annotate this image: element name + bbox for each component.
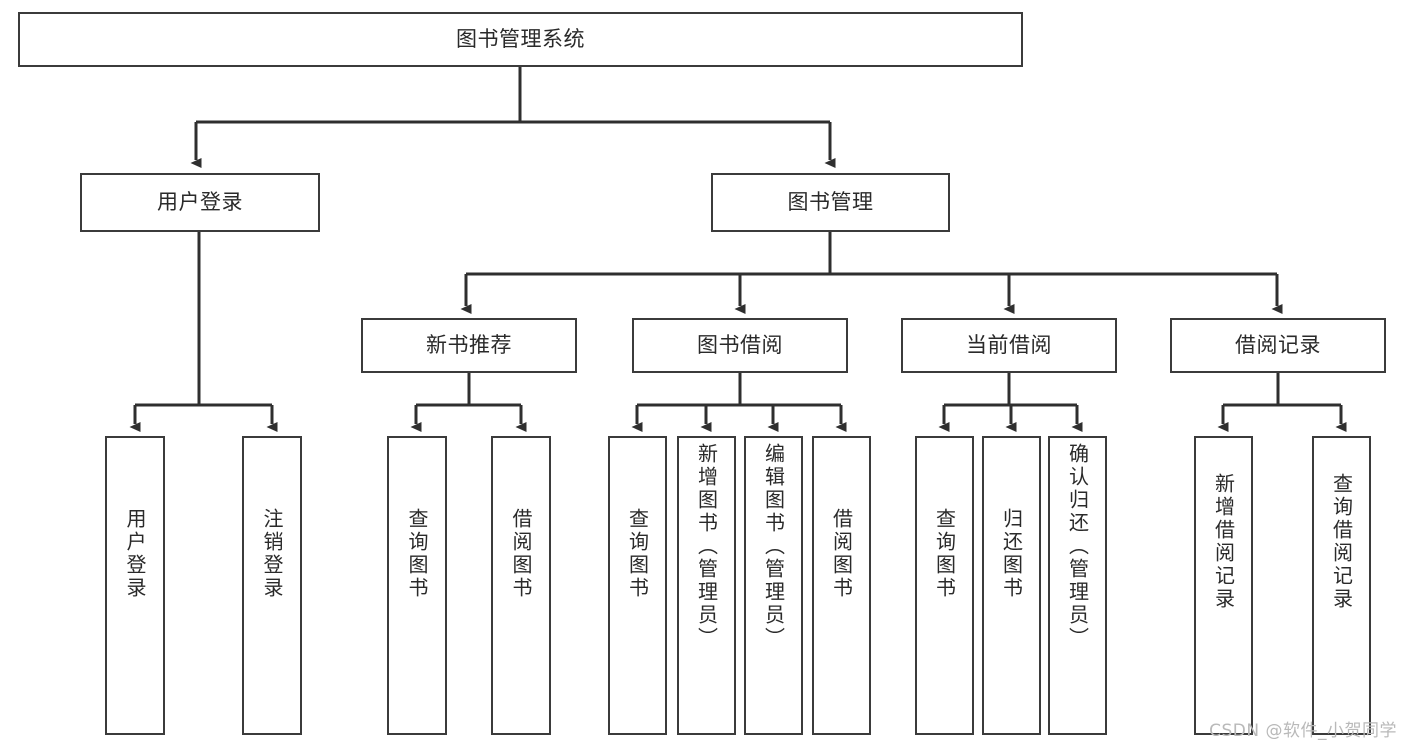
node-leaf-query-book-current[interactable]: 查询图书: [915, 436, 974, 735]
node-leaf-user-login[interactable]: 用户登录: [105, 436, 165, 735]
node-label: 用户登录: [157, 189, 243, 214]
node-leaf-edit-book-admin[interactable]: 编辑图书（管理员）: [744, 436, 803, 735]
node-label: 查询借阅记录: [1329, 473, 1354, 611]
node-current-borrow[interactable]: 当前借阅: [901, 318, 1117, 373]
node-label: 查询图书: [625, 508, 650, 600]
node-borrow-record[interactable]: 借阅记录: [1170, 318, 1386, 373]
node-leaf-query-book-recommend[interactable]: 查询图书: [387, 436, 447, 735]
node-label: 图书借阅: [697, 332, 783, 357]
node-label: 新书推荐: [426, 332, 512, 357]
node-leaf-logout[interactable]: 注销登录: [242, 436, 302, 735]
level2-books-to-level3-connectors: [460, 232, 1283, 314]
node-label: 用户登录: [123, 508, 147, 600]
book-borrow-to-leaves-connectors: [631, 373, 847, 432]
node-leaf-add-borrow-record[interactable]: 新增借阅记录: [1194, 436, 1253, 735]
node-new-book-recommend[interactable]: 新书推荐: [361, 318, 577, 373]
node-book-management[interactable]: 图书管理: [711, 173, 950, 232]
node-leaf-return-book[interactable]: 归还图书: [982, 436, 1041, 735]
node-leaf-borrow-book[interactable]: 借阅图书: [812, 436, 871, 735]
root-to-level2-connectors: [190, 67, 836, 168]
node-label: 查询图书: [405, 508, 429, 600]
node-leaf-confirm-return-admin[interactable]: 确认归还（管理员）: [1048, 436, 1107, 735]
node-label: 编辑图书（管理员）: [761, 443, 786, 650]
current-borrow-to-leaves-connectors: [938, 373, 1083, 432]
node-label: 归还图书: [999, 508, 1024, 600]
node-label: 借阅图书: [829, 508, 854, 600]
node-label: 图书管理系统: [456, 26, 585, 51]
node-label: 借阅图书: [509, 508, 533, 600]
borrow-record-to-leaves-connectors: [1217, 373, 1347, 432]
user-login-to-leaves-connectors: [129, 232, 278, 432]
node-label: 当前借阅: [966, 332, 1052, 357]
node-label: 借阅记录: [1235, 332, 1321, 357]
node-label: 注销登录: [260, 508, 284, 600]
node-leaf-borrow-book-recommend[interactable]: 借阅图书: [491, 436, 551, 735]
node-root-library-system[interactable]: 图书管理系统: [18, 12, 1023, 67]
node-label: 新增借阅记录: [1211, 473, 1236, 611]
node-label: 查询图书: [932, 508, 957, 600]
new-book-to-leaves-connectors: [410, 373, 527, 432]
node-book-borrow[interactable]: 图书借阅: [632, 318, 848, 373]
node-leaf-query-book-borrow[interactable]: 查询图书: [608, 436, 667, 735]
node-label: 确认归还（管理员）: [1065, 443, 1090, 650]
node-label: 新增图书（管理员）: [694, 443, 719, 650]
node-label: 图书管理: [787, 189, 874, 214]
node-leaf-add-book-admin[interactable]: 新增图书（管理员）: [677, 436, 736, 735]
node-leaf-query-borrow-record[interactable]: 查询借阅记录: [1312, 436, 1371, 735]
node-user-login[interactable]: 用户登录: [80, 173, 320, 232]
